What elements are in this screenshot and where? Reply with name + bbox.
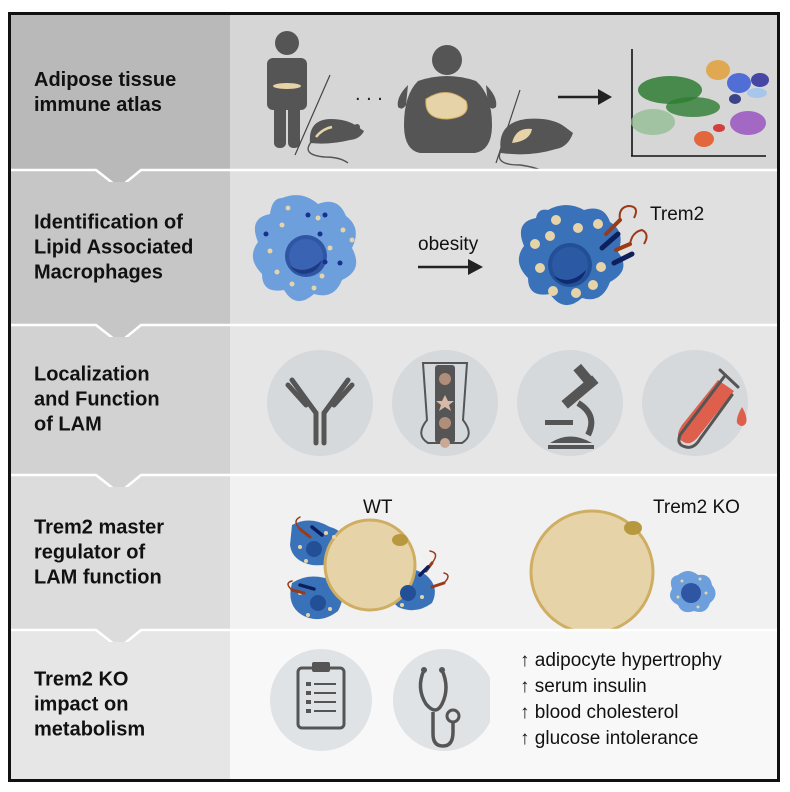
row-trem2-ko-metabolism: Trem2 KO impact on metabolism: [11, 630, 777, 779]
row-label: Trem2 master regulator of LAM function: [34, 516, 165, 588]
stethoscope-icon: [393, 649, 490, 751]
row-label-panel: Adipose tissue immune atlas: [11, 15, 230, 170]
arrow-right-icon: [558, 89, 612, 105]
row-trem2-regulator: Trem2 master regulator of LAM function W…: [11, 475, 777, 630]
obesity-label: obesity: [418, 234, 479, 255]
single-cell-cluster-plot: [631, 49, 769, 157]
trem2-receptor-icon: [287, 516, 449, 595]
row-localization-function: Localization and Function of LAM: [11, 325, 777, 475]
flow-cytometry-icon: [392, 350, 498, 456]
graphical-abstract: Adipose tissue immune atlas: [8, 12, 780, 782]
effect-item: ↑ adipocyte hypertrophy: [520, 650, 722, 671]
wt-vs-ko-illustration: WT: [287, 497, 740, 630]
clinical-icons: [270, 649, 490, 751]
lipid-associated-macrophage-icon: [518, 204, 648, 306]
row-content: ↑ adipocyte hypertrophy ↑ serum insulin …: [230, 630, 777, 779]
row-label-panel: Trem2 master regulator of LAM function: [11, 475, 230, 630]
wt-adipocyte: [323, 518, 417, 612]
ko-effects-list: ↑ adipocyte hypertrophy ↑ serum insulin …: [520, 648, 722, 752]
antibody-icon: [267, 350, 373, 456]
atlas-illustration: . . .: [267, 31, 769, 170]
row-identification-lam: Identification of Lipid Associated Macro…: [11, 170, 777, 325]
row-label: Identification of Lipid Associated Macro…: [34, 211, 194, 283]
wt-label: WT: [363, 497, 393, 518]
row-content: . . .: [230, 15, 777, 170]
lam-illustration: obesity: [252, 195, 704, 306]
lean-mouse-icon: [307, 119, 364, 164]
lean-human-icon: [267, 31, 307, 148]
trem2-receptor-icon: [599, 204, 648, 266]
ko-adipocyte: [529, 509, 655, 630]
obese-human-icon: [397, 45, 497, 153]
ellipsis: . . .: [355, 83, 383, 105]
row-content: WT: [230, 475, 777, 630]
obese-mouse-icon: [498, 118, 573, 170]
effect-item: ↑ serum insulin: [520, 676, 647, 697]
methods-icons: [267, 350, 748, 456]
microscope-icon: [517, 350, 623, 456]
row-label-panel: Trem2 KO impact on metabolism: [11, 630, 230, 779]
row-label: Localization and Function of LAM: [34, 363, 160, 436]
row-label-panel: Localization and Function of LAM: [11, 325, 230, 475]
macrophage-icon: [252, 195, 357, 302]
row-content: [230, 325, 777, 475]
effect-item: ↑ blood cholesterol: [520, 702, 679, 723]
row-label: Adipose tissue immune atlas: [34, 68, 177, 116]
trem2-label: Trem2: [650, 204, 704, 225]
trem2-ko-label: Trem2 KO: [653, 497, 740, 518]
blood-test-tube-icon: [642, 350, 748, 456]
arrow-right-icon: [418, 259, 483, 275]
row-content: obesity: [230, 170, 777, 325]
clipboard-icon: [270, 649, 372, 751]
ko-macrophage-icon: [670, 571, 716, 613]
row-adipose-atlas: Adipose tissue immune atlas: [11, 15, 777, 170]
effect-item: ↑ glucose intolerance: [520, 728, 699, 749]
row-label: Trem2 KO impact on metabolism: [34, 668, 146, 740]
row-label-panel: Identification of Lipid Associated Macro…: [11, 170, 230, 325]
slash-divider: [294, 74, 331, 156]
